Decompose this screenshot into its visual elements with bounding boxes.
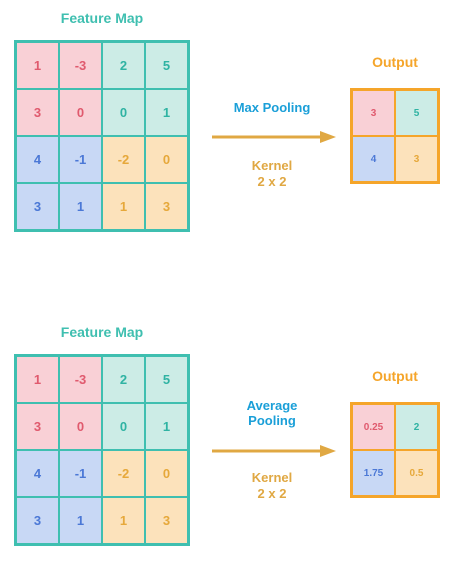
feature-cell: 4 — [16, 450, 59, 497]
output-cell: 0.25 — [352, 404, 395, 450]
feature-cell: 5 — [145, 356, 188, 403]
operation-label-line2: Pooling — [248, 413, 296, 428]
feature-cell: -3 — [59, 356, 102, 403]
kernel-label-line2: 2 x 2 — [257, 174, 287, 189]
output-title: Output — [372, 368, 418, 384]
kernel-label: Kernel 2 x 2 — [212, 470, 332, 502]
feature-cell: 3 — [16, 89, 59, 136]
feature-cell: -2 — [102, 450, 145, 497]
feature-cell: 1 — [145, 89, 188, 136]
feature-cell: 0 — [102, 89, 145, 136]
kernel-label-line1: Kernel — [251, 470, 293, 485]
feature-cell: 3 — [145, 497, 188, 544]
feature-cell: 1 — [102, 497, 145, 544]
output-cell: 3 — [352, 90, 395, 136]
kernel-label-line2: 2 x 2 — [257, 486, 287, 501]
feature-cell: -2 — [102, 136, 145, 183]
feature-map-title: Feature Map — [60, 10, 144, 26]
feature-cell: 0 — [59, 403, 102, 450]
output-cell: 4 — [352, 136, 395, 182]
output-cell: 5 — [395, 90, 438, 136]
feature-cell: 1 — [145, 403, 188, 450]
operation-label: Max Pooling — [233, 100, 311, 115]
feature-cell: 2 — [102, 356, 145, 403]
kernel-label-line1: Kernel — [251, 158, 293, 173]
feature-cell: 0 — [59, 89, 102, 136]
feature-cell: 5 — [145, 42, 188, 89]
feature-cell: 0 — [145, 136, 188, 183]
output-title: Output — [372, 54, 418, 70]
output-cell: 3 — [395, 136, 438, 182]
right-arrow-icon — [212, 445, 336, 457]
feature-cell: 4 — [16, 136, 59, 183]
feature-cell: 2 — [102, 42, 145, 89]
feature-cell: 1 — [16, 42, 59, 89]
feature-cell: 1 — [59, 497, 102, 544]
feature-map-title: Feature Map — [60, 324, 144, 340]
feature-cell: 3 — [16, 497, 59, 544]
feature-cell: 1 — [102, 183, 145, 230]
output-cell: 1.75 — [352, 450, 395, 496]
operation-label: Average Pooling — [212, 398, 332, 428]
feature-cell: 0 — [145, 450, 188, 497]
feature-cell: 1 — [16, 356, 59, 403]
feature-cell: -3 — [59, 42, 102, 89]
feature-cell: 3 — [16, 403, 59, 450]
feature-cell: 0 — [102, 403, 145, 450]
operation-label-line1: Average — [246, 398, 298, 413]
kernel-label: Kernel 2 x 2 — [212, 158, 332, 190]
output-cell: 0.5 — [395, 450, 438, 496]
output-cell: 2 — [395, 404, 438, 450]
feature-cell: 3 — [16, 183, 59, 230]
feature-cell: 3 — [145, 183, 188, 230]
feature-cell: -1 — [59, 450, 102, 497]
feature-cell: -1 — [59, 136, 102, 183]
feature-cell: 1 — [59, 183, 102, 230]
right-arrow-icon — [212, 131, 336, 143]
